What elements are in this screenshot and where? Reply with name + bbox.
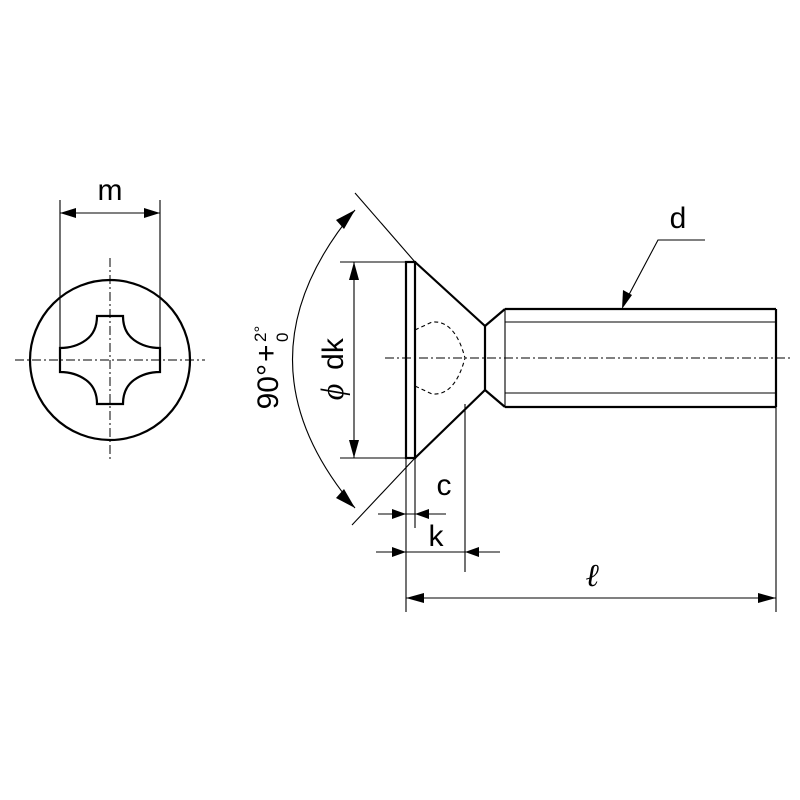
- k-arrow-right: [465, 547, 479, 557]
- dk-arrow-top: [349, 262, 359, 280]
- d-label: d: [670, 202, 687, 235]
- d-leader-line: [623, 239, 705, 305]
- angle-arrow-top: [336, 210, 355, 229]
- recess-hidden-profile: [414, 321, 466, 395]
- neck-chamfer-lower: [484, 389, 506, 408]
- c-label: c: [437, 469, 452, 502]
- angle-label-group: 90° + 2° 0: [250, 326, 292, 410]
- angle-extension-upper: [354, 192, 416, 263]
- k-arrow-left: [392, 547, 406, 557]
- head-top-view: m: [15, 174, 205, 462]
- dk-diameter-symbol: ϕ: [314, 384, 350, 401]
- neck-chamfer-upper: [484, 308, 506, 327]
- m-arrow-right: [144, 208, 160, 218]
- length-label: ℓ: [585, 557, 599, 593]
- angle-main-label: 90°: [252, 364, 285, 409]
- head-cone-lower: [414, 389, 486, 459]
- head-cone-upper: [414, 261, 486, 327]
- m-label: m: [98, 174, 123, 207]
- phillips-recess-cross: [58, 314, 162, 406]
- dk-arrow-bottom: [349, 440, 359, 458]
- m-arrow-left: [60, 208, 76, 218]
- c-arrow-right: [415, 509, 429, 519]
- angle-lower-tolerance: 0: [273, 333, 292, 342]
- dk-label: dk: [317, 337, 350, 370]
- head-flat-portion: [404, 260, 417, 460]
- l-arrow-left: [406, 593, 424, 603]
- d-leader-arrow: [622, 290, 632, 309]
- angle-extension-lower: [351, 457, 416, 526]
- angle-arc: [292, 209, 356, 509]
- angle-arrow-bottom: [336, 489, 355, 508]
- l-arrow-right: [758, 593, 776, 603]
- angle-plus-label: +: [250, 344, 283, 362]
- k-label: k: [429, 520, 445, 553]
- angle-upper-tolerance: 2°: [251, 326, 270, 342]
- screw-side-view: ϕ dk 90° + 2° 0 c k ℓ d: [250, 192, 790, 612]
- c-arrow-left: [392, 509, 406, 519]
- dk-label-group: ϕ dk: [314, 337, 350, 400]
